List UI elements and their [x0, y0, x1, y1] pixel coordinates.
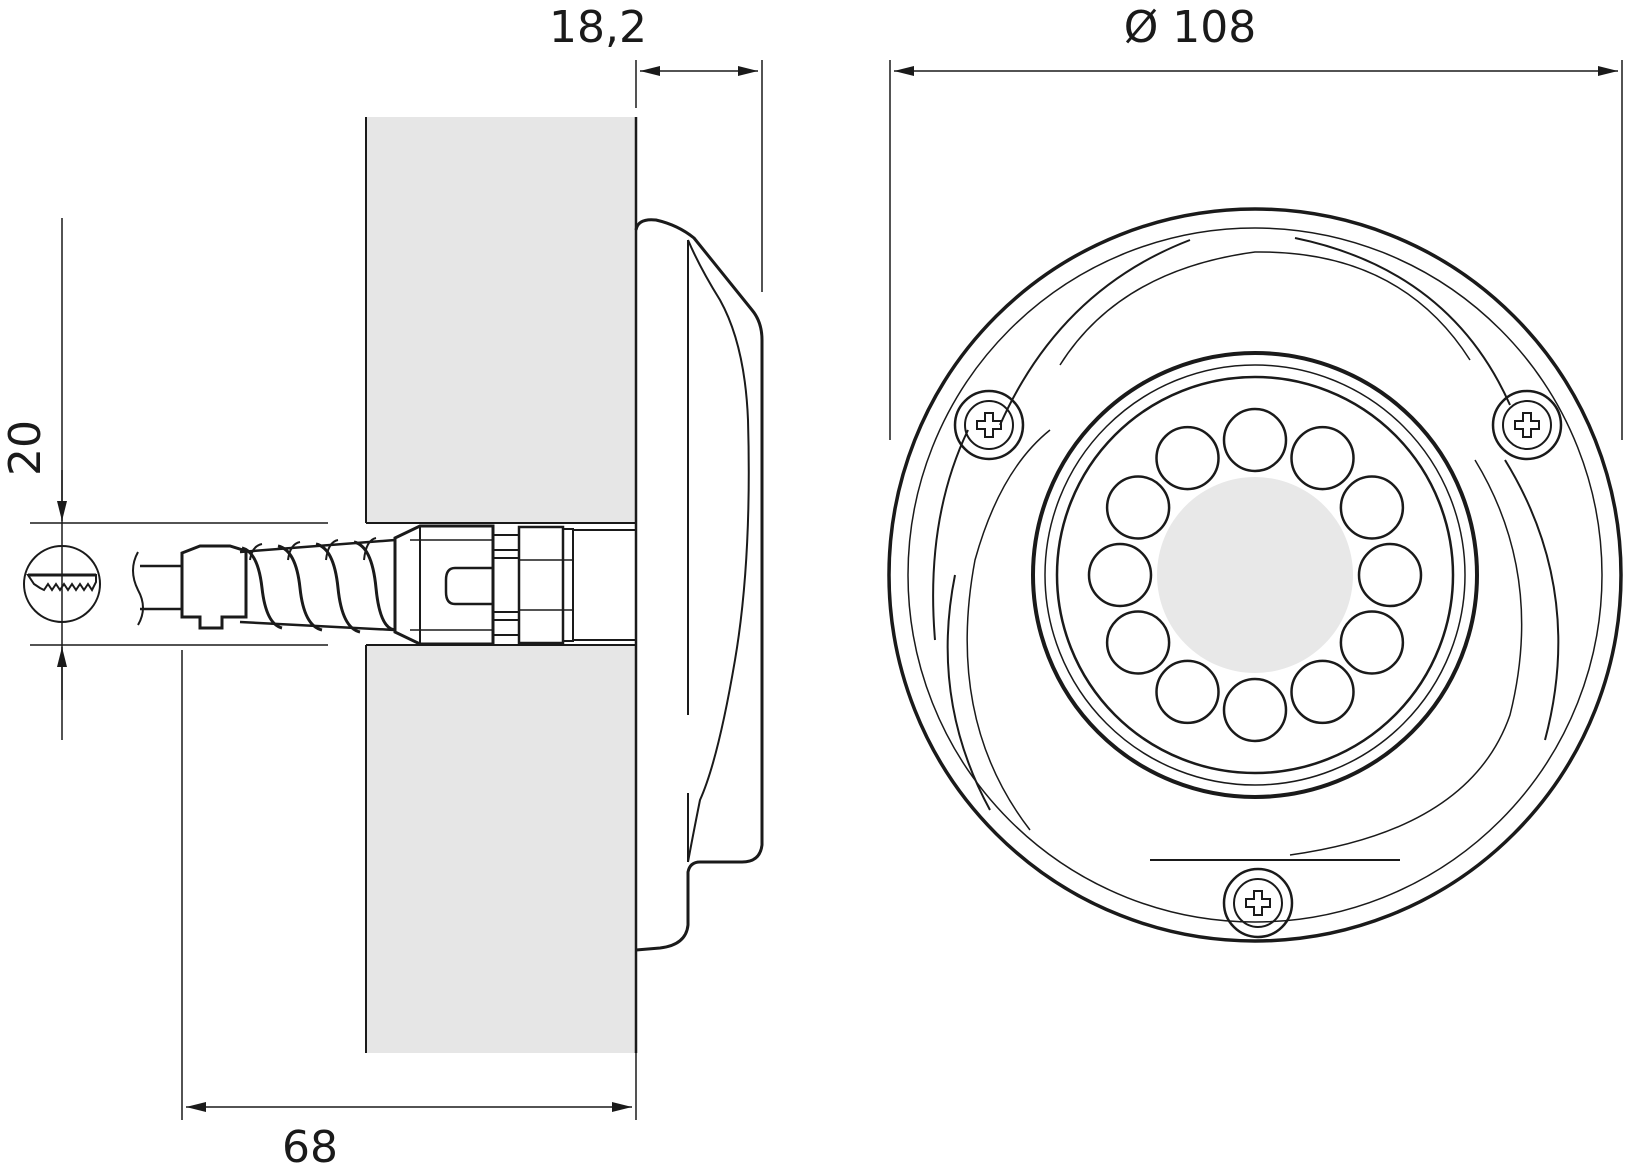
led — [1290, 659, 1355, 725]
dimension-hole: 20 — [0, 218, 328, 740]
screw-bottom — [1222, 867, 1294, 939]
bezel-ring — [1031, 351, 1479, 799]
front-view — [887, 207, 1623, 943]
led — [1290, 425, 1355, 491]
led — [1222, 677, 1288, 743]
led — [1339, 475, 1405, 540]
led — [1222, 407, 1288, 473]
led — [1087, 542, 1153, 608]
saw-cut-icon — [23, 545, 101, 623]
dimension-depth: 18,2 — [549, 2, 763, 292]
dimension-length: 68 — [181, 650, 637, 1170]
led — [1357, 542, 1423, 608]
lens-ring — [1055, 375, 1455, 775]
led — [1339, 610, 1405, 675]
fixture-housing-profile — [634, 218, 764, 952]
led — [1155, 659, 1220, 725]
led-ring — [1087, 407, 1423, 743]
swirl-decoration — [932, 237, 1560, 861]
cross-screw-icon — [1514, 412, 1540, 438]
screw-top-right — [1491, 389, 1563, 461]
bezel-inner-ring — [1044, 364, 1466, 786]
cable-break — [132, 551, 144, 626]
hole-label: 20 — [0, 420, 51, 476]
fixture-inner-curve — [687, 239, 750, 863]
led — [1155, 425, 1220, 491]
center-lens — [1157, 477, 1353, 673]
cable-gland — [180, 544, 248, 630]
wall-lower — [366, 645, 636, 1053]
wall-upper — [366, 117, 636, 523]
flange-inner-edge — [907, 227, 1603, 923]
outer-flange — [887, 207, 1623, 943]
cross-screw-icon — [976, 412, 1002, 438]
diameter-label: Ø 108 — [1124, 2, 1257, 53]
side-view — [132, 117, 764, 1053]
connector-body — [393, 524, 636, 646]
depth-label: 18,2 — [549, 2, 647, 53]
screw-top-left — [953, 389, 1025, 461]
length-label: 68 — [282, 1122, 338, 1170]
cross-screw-icon — [1245, 890, 1271, 916]
led — [1105, 475, 1171, 540]
dimension-diameter: Ø 108 — [889, 2, 1623, 440]
led — [1105, 610, 1171, 675]
spring-strain-relief — [239, 537, 397, 634]
